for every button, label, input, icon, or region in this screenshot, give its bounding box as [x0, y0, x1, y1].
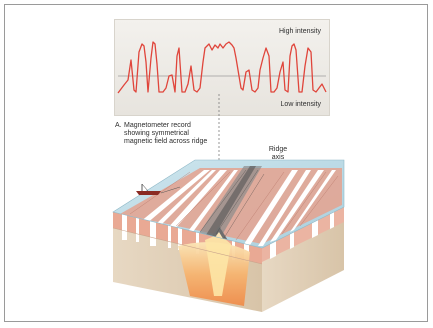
caption-letter: A. [115, 122, 122, 129]
magnetometer-trace [117, 41, 327, 94]
block-right-face [262, 207, 344, 312]
block-top-face [112, 159, 345, 249]
caption-text: Magnetometer record showing symmetrical … [124, 122, 208, 145]
ridge-axis-label: Ridge axis [268, 146, 288, 161]
high-intensity-label: High intensity [278, 28, 321, 35]
low-intensity-label: Low intensity [280, 101, 321, 108]
research-ship-icon [136, 183, 181, 195]
